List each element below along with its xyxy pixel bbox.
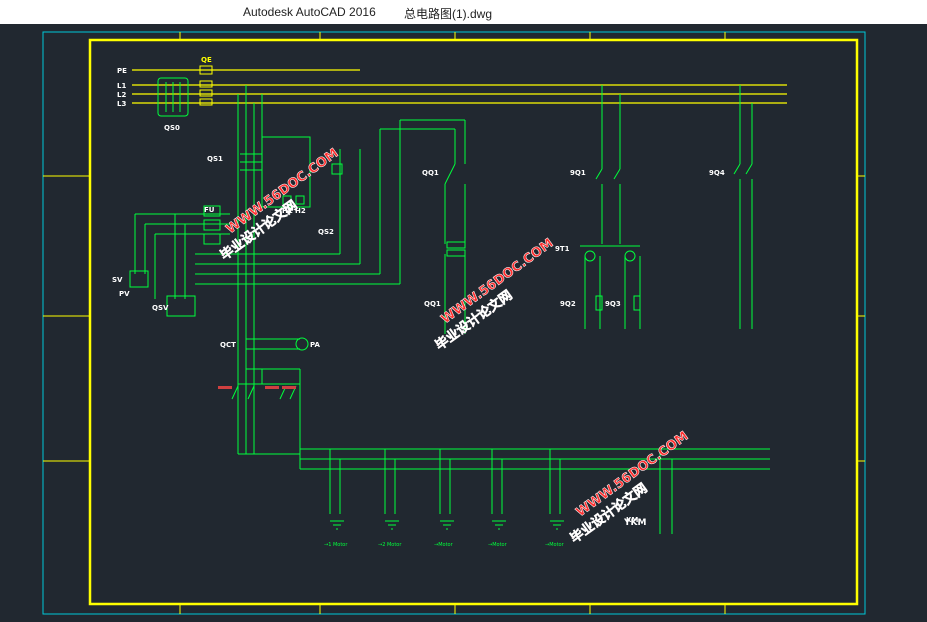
watermark-2: WWW.56DOC.COM 毕业设计论文网 — [432, 236, 557, 354]
qsv-label: QSV — [152, 304, 169, 312]
feeder-wires — [134, 85, 770, 534]
bus-labels: PE L1 L2 L3 QE QS0 — [117, 56, 212, 132]
window-title-bar: Autodesk AutoCAD 2016 总电路图(1).dwg — [0, 0, 927, 24]
sheet-border — [88, 38, 859, 606]
sq1-label: 9Q1 — [570, 169, 586, 177]
sv-label: SV — [112, 276, 123, 284]
qq2-label: QQ1 — [424, 300, 441, 308]
watermark-url-1: WWW.56DOC.COM — [224, 146, 342, 237]
watermark-3: WWW.56DOC.COM 毕业设计论文网 — [567, 429, 692, 547]
l2-label: L2 — [117, 91, 126, 99]
main-bus — [132, 69, 787, 104]
component-labels: QS1 FU SV PV QSV H1 H2 QS2 QCT PA QQ1 QQ… — [112, 155, 725, 528]
breakers-red — [218, 386, 296, 389]
qs2-label: QS2 — [318, 228, 334, 236]
sq2b-label: 9Q3 — [605, 300, 621, 308]
output-label-3: →Motor — [434, 542, 454, 548]
output-label-2: →2 Motor — [378, 542, 402, 548]
main-isolator — [157, 77, 189, 117]
watermark-url-3: WWW.56DOC.COM — [574, 429, 692, 520]
file-name: 总电路图(1).dwg — [404, 7, 493, 21]
zone-ticks — [43, 32, 865, 614]
qe-breaker — [199, 65, 213, 106]
watermark-1: WWW.56DOC.COM 毕业设计论文网 — [217, 146, 342, 264]
pa-label: PA — [310, 341, 320, 349]
sq4-label: 9Q4 — [709, 169, 725, 177]
sq2a-label: 9Q2 — [560, 300, 576, 308]
ground-symbols — [330, 520, 564, 530]
qs0-label: QS0 — [164, 124, 180, 132]
components — [129, 163, 641, 400]
qct-label: QCT — [220, 341, 236, 349]
pe-label: PE — [117, 67, 127, 75]
fu-label: FU — [204, 206, 215, 214]
qq-label: QQ1 — [422, 169, 439, 177]
pv-label: PV — [119, 290, 130, 298]
l1-label: L1 — [117, 82, 126, 90]
st1-label: 9T1 — [555, 245, 570, 253]
output-label-5: →Motor — [545, 542, 565, 548]
qs1-label: QS1 — [207, 155, 223, 163]
drawing-canvas[interactable]: PE L1 L2 L3 QE QS0 — [0, 24, 927, 622]
ykm-label: YKM — [623, 518, 646, 528]
output-label-4: →Motor — [488, 542, 508, 548]
l3-label: L3 — [117, 100, 126, 108]
output-labels: →1 Motor →2 Motor →Motor →Motor →Motor — [324, 542, 565, 548]
outer-frame — [42, 31, 866, 615]
app-name: Autodesk AutoCAD 2016 — [243, 5, 376, 19]
h2-label: H2 — [295, 207, 306, 215]
km-label: KM — [626, 516, 638, 524]
output-label-1: →1 Motor — [324, 542, 348, 548]
h1-label: H1 — [282, 207, 293, 215]
qe-label: QE — [201, 56, 212, 64]
